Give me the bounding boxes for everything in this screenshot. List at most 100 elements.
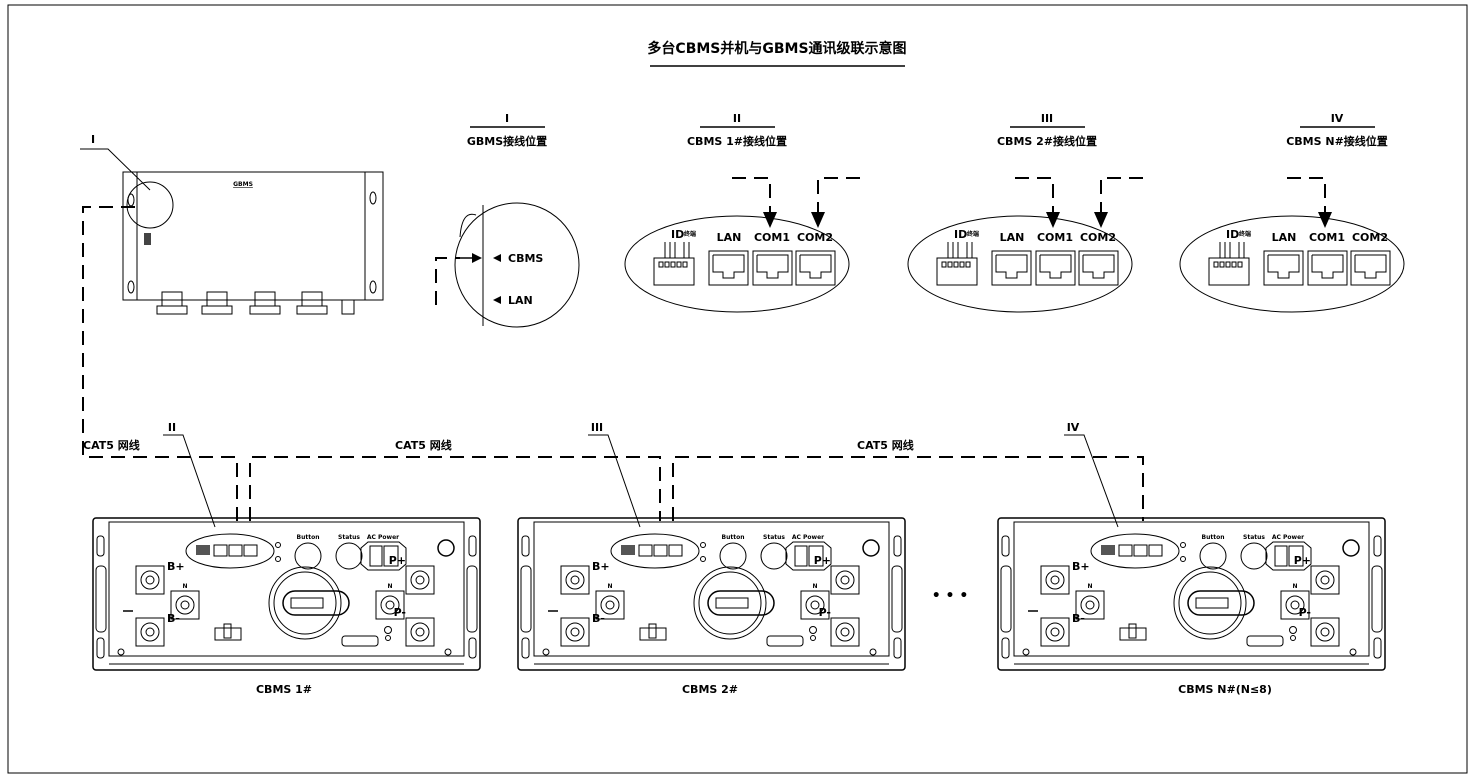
ac-power-socket: [360, 541, 407, 571]
b-minus-label: B-: [592, 612, 605, 625]
detail-numeral: IV: [1331, 112, 1344, 125]
status-label: Status: [763, 534, 785, 541]
rj45-port-com2: [1078, 250, 1119, 286]
p-minus-label: P-: [819, 606, 831, 619]
detail-header-iii: III CBMS 2#接线位置: [997, 112, 1097, 148]
rj45-port-com1: [1035, 250, 1076, 286]
detail-numeral: II: [733, 112, 741, 125]
p-plus-label: P+: [1294, 554, 1311, 567]
gbms-detail-circle: [126, 181, 174, 229]
detail-caption: CBMS N#接线位置: [1286, 134, 1388, 148]
port-label-com1: COM1: [754, 231, 790, 244]
port-label-lan: LAN: [1000, 231, 1025, 244]
button-label: Button: [1202, 534, 1225, 541]
port-label-id: ID: [954, 228, 967, 241]
drawing-frame: [7, 4, 1468, 774]
port-label-cbms: CBMS: [508, 252, 543, 265]
n-label: N: [387, 583, 392, 590]
port-label-terminal: 终端: [1238, 230, 1251, 238]
detail-ii-cbms1-ports: ID 终端 LAN COM1 COM2: [624, 177, 860, 313]
arrow-left-icon: [493, 296, 501, 304]
cable-label: CAT5 网线: [857, 438, 914, 452]
rj45-port-com1: [752, 250, 793, 286]
cable-arrow-com1: [732, 177, 777, 228]
detail-i-gbms-ports: CBMS LAN: [435, 202, 580, 328]
port-label-terminal: 终端: [966, 230, 979, 238]
detail-caption: CBMS 2#接线位置: [997, 134, 1097, 148]
b-plus-label: B+: [592, 560, 610, 573]
cable-label: CAT5 网线: [83, 438, 140, 452]
dip-switch: [653, 257, 695, 286]
p-minus-label: P-: [1299, 606, 1311, 619]
detail-caption: CBMS 1#接线位置: [687, 134, 787, 148]
b-minus-label: B-: [1072, 612, 1085, 625]
ellipsis: • • •: [932, 588, 969, 604]
button-label: Button: [297, 534, 320, 541]
cbms-device-2: Button Status AC Power B+ B- N N P+ P-: [517, 517, 906, 671]
detail-header-i: I GBMS接线位置: [467, 112, 547, 148]
rotary-switch: [693, 566, 767, 640]
p-plus-label: P+: [814, 554, 831, 567]
button-label: Button: [722, 534, 745, 541]
port-label-id: ID: [1226, 228, 1239, 241]
gbms-device: I GBMS: [80, 133, 384, 315]
p-plus-label: P+: [389, 554, 406, 567]
port-area: [1090, 533, 1180, 569]
callout-iv: IV: [1064, 421, 1119, 528]
gbms-name: GBMS: [233, 181, 253, 188]
unit-label-cbms2: CBMS 2#: [682, 683, 738, 696]
port-label-lan: LAN: [1272, 231, 1297, 244]
p-minus-label: P-: [394, 606, 406, 619]
n-label: N: [812, 583, 817, 590]
port-label-com2: COM2: [1352, 231, 1388, 244]
ac-power-socket: [785, 541, 832, 571]
rj45-port-com2: [795, 250, 836, 286]
n-label: N: [1292, 583, 1297, 590]
n-label: N: [1087, 583, 1092, 590]
detail-numeral: III: [1041, 112, 1053, 125]
rj45-port-lan: [708, 250, 749, 286]
cable-arrow-com2: [1094, 177, 1143, 228]
status-indicator: [1240, 542, 1268, 570]
n-label: N: [182, 583, 187, 590]
button-knob: [294, 542, 322, 570]
rotary-switch: [268, 566, 342, 640]
rj45-port-lan: [1263, 250, 1304, 286]
dip-switch: [1208, 257, 1250, 286]
ac-power-label: AC Power: [1272, 534, 1304, 541]
callout-label: III: [591, 421, 603, 434]
cbms-device-1: Button Status AC Power B+ B- N N P+ P-: [92, 517, 481, 671]
cable-label: CAT5 网线: [395, 438, 452, 452]
rj45-port-lan: [991, 250, 1032, 286]
b-plus-label: B+: [1072, 560, 1090, 573]
detail-caption: GBMS接线位置: [467, 134, 547, 148]
port-label-lan: LAN: [508, 294, 533, 307]
arrow-left-icon: [493, 254, 501, 262]
callout-label: II: [168, 421, 176, 434]
callout-i: I: [91, 133, 95, 146]
port-label-id: ID: [671, 228, 684, 241]
ac-power-socket: [1265, 541, 1312, 571]
cable-arrow-com2: [811, 177, 860, 228]
detail-iv-cbmsn-ports: ID 终端 LAN COM1 COM2: [1179, 177, 1405, 313]
callout-label: IV: [1067, 421, 1080, 434]
b-plus-label: B+: [167, 560, 185, 573]
callout-ii: II: [163, 421, 216, 528]
detail-iii-cbms2-ports: ID 终端 LAN COM1 COM2: [907, 177, 1143, 313]
port-label-terminal: 终端: [683, 230, 696, 238]
diagram-title: 多台CBMS并机与GBMS通讯级联示意图: [647, 40, 906, 57]
status-indicator: [335, 542, 363, 570]
b-minus-label: B-: [167, 612, 180, 625]
rotary-switch: [1173, 566, 1247, 640]
cbms-device-n: Button Status AC Power B+ B- N N P+ P-: [997, 517, 1386, 671]
rj45-port-com1: [1307, 250, 1348, 286]
n-label: N: [607, 583, 612, 590]
port-area: [185, 533, 275, 569]
dip-switch: [936, 257, 978, 286]
cable-arrow-com1: [1287, 177, 1332, 228]
status-label: Status: [1243, 534, 1265, 541]
button-knob: [719, 542, 747, 570]
cable-arrow-com1: [1015, 177, 1060, 228]
cat5-cables: CAT5 网线 CAT5 网线 CAT5 网线: [82, 206, 1144, 521]
